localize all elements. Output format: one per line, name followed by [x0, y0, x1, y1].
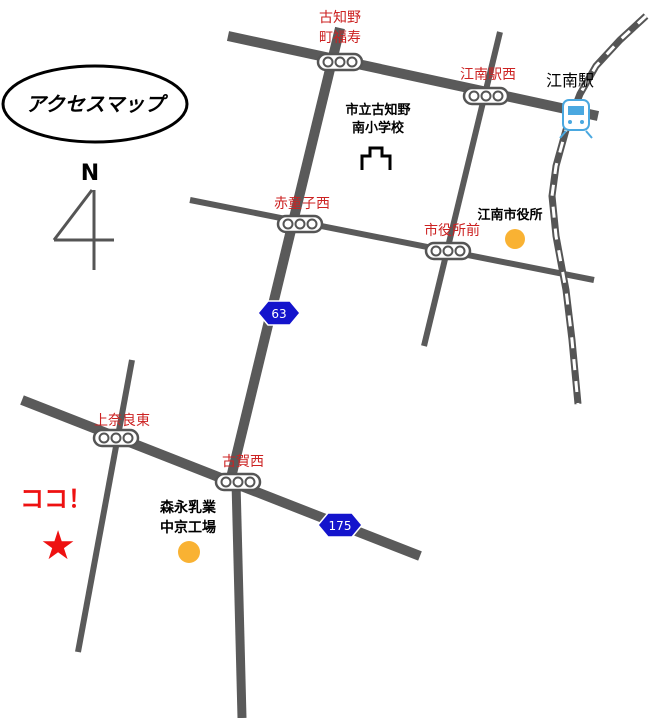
school-label-2: 南小学校	[352, 120, 405, 136]
route-63-label: 63	[271, 307, 286, 321]
station: 江南駅	[546, 71, 594, 139]
traffic-lights	[92, 52, 510, 492]
train-icon	[559, 99, 593, 139]
label-akadoshi-nishi: 赤童子西	[274, 195, 330, 212]
intersection-labels: 古知野 町福寿 江南駅西 赤童子西 市役所前 上奈良東 古賀西	[94, 9, 516, 470]
traffic-light-kaminara-higashi	[92, 428, 140, 448]
north-letter: N	[81, 161, 99, 186]
road-63-south	[231, 481, 247, 718]
traffic-light-kochino-machifukuju	[316, 52, 364, 72]
north-glyph	[52, 189, 114, 270]
title-text: アクセスマップ	[26, 92, 168, 116]
school: 市立古知野 南小学校	[345, 102, 411, 170]
star-icon: ★	[40, 523, 76, 569]
title-oval	[1, 64, 189, 144]
label-konan-eki-nishi: 江南駅西	[460, 67, 516, 83]
factory-label-1: 森永乳業	[160, 499, 217, 516]
route-175-label: 175	[329, 519, 352, 533]
road-east	[421, 31, 503, 347]
label-kochino-2: 町福寿	[319, 29, 361, 46]
city-hall: 江南市役所	[477, 207, 543, 249]
school-label-1: 市立古知野	[345, 102, 410, 118]
route-175-shield: 175	[317, 512, 363, 538]
traffic-light-furuga-nishi	[214, 472, 262, 492]
label-furuga-nishi: 古賀西	[222, 454, 264, 470]
railway-ties	[550, 14, 648, 405]
title-badge: アクセスマップ	[1, 64, 189, 144]
city-hall-label: 江南市役所	[477, 207, 542, 223]
factory-label-2: 中京工場	[160, 519, 216, 536]
factory: 森永乳業 中京工場	[160, 499, 217, 563]
road-west	[75, 359, 135, 653]
label-kaminara-higashi: 上奈良東	[94, 413, 150, 429]
traffic-light-shiyakusho-mae	[424, 241, 472, 261]
road-middle	[189, 197, 595, 283]
road-north	[226, 31, 600, 121]
label-kochino-1: 古知野	[319, 9, 361, 26]
road-63	[223, 26, 345, 492]
city-hall-dot	[505, 229, 525, 249]
marker-text: ココ！	[20, 485, 92, 513]
label-shiyakusho-mae: 市役所前	[424, 222, 480, 239]
traffic-light-konan-eki-nishi	[462, 86, 510, 106]
school-icon	[360, 146, 392, 170]
factory-dot	[178, 541, 200, 563]
railway	[548, 13, 649, 405]
station-label: 江南駅	[546, 71, 594, 90]
north-arrow: N	[52, 161, 114, 270]
destination-marker: ココ！ ★	[20, 485, 92, 569]
traffic-light-akadoshi-nishi	[276, 214, 324, 234]
route-63-shield: 63	[257, 300, 301, 326]
